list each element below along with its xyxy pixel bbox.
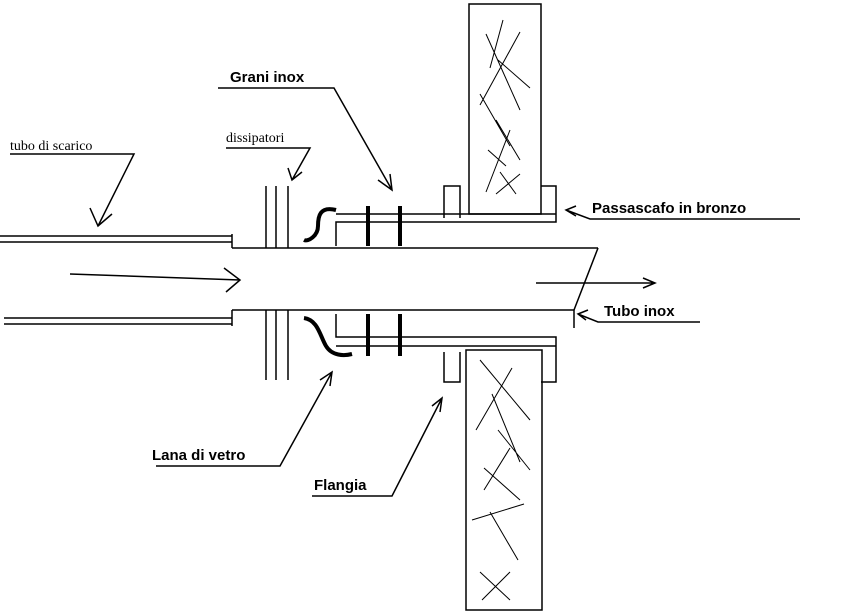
hull-wall-upper xyxy=(468,3,542,215)
label-passascafo: Passascafo in bronzo xyxy=(592,200,746,217)
flow-arrows xyxy=(69,267,657,293)
label-grani-inox: Grani inox xyxy=(230,69,305,86)
bronze-through-hull xyxy=(335,185,557,383)
stainless-tube xyxy=(231,234,599,328)
label-lana-di-vetro: Lana di vetro xyxy=(152,447,245,464)
label-flangia: Flangia xyxy=(314,477,367,494)
label-tubo-di-scarico: tubo di scarico xyxy=(10,139,92,154)
glass-wool xyxy=(303,207,353,357)
hull-wall-lower xyxy=(465,349,543,611)
label-dissipatori: dissipatori xyxy=(226,131,284,146)
grub-screws xyxy=(366,206,402,356)
leader-lines xyxy=(10,87,800,497)
label-tubo-inox: Tubo inox xyxy=(604,303,675,320)
heat-sinks xyxy=(265,186,289,380)
exhaust-hose xyxy=(0,235,232,325)
